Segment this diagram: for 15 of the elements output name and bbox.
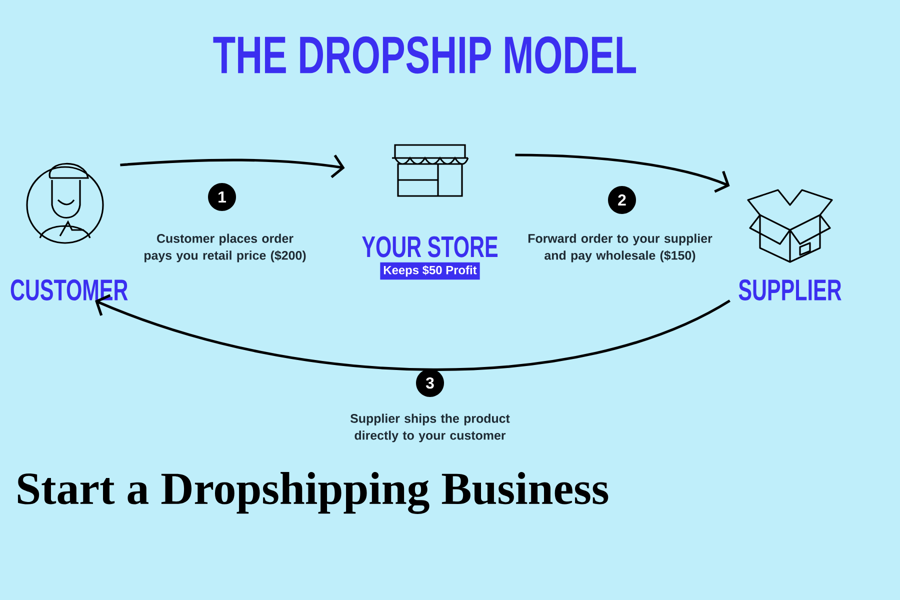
step-description: Forward order to your supplier and pay wholesale ($150) (528, 234, 712, 262)
node-label: CUSTOMER (10, 279, 128, 300)
step-description: Supplier ships the product directly to your customer (350, 414, 510, 442)
title: THE DROPSHIP MODEL (213, 36, 636, 74)
node-label: SUPPLIER (738, 279, 842, 300)
arrow (515, 154, 730, 193)
step-description: Customer places order pays you retail price ($200) (144, 234, 306, 262)
step-number: 1 (208, 183, 236, 211)
step-number: 2 (608, 186, 636, 214)
caption: Start a Dropshipping Business (18, 472, 608, 514)
profit-badge: Keeps $50 Profit (380, 262, 480, 280)
arrow (95, 294, 730, 371)
step-number: 3 (416, 369, 444, 397)
node-label: YOUR STORE (362, 236, 498, 258)
arrow (120, 154, 345, 178)
